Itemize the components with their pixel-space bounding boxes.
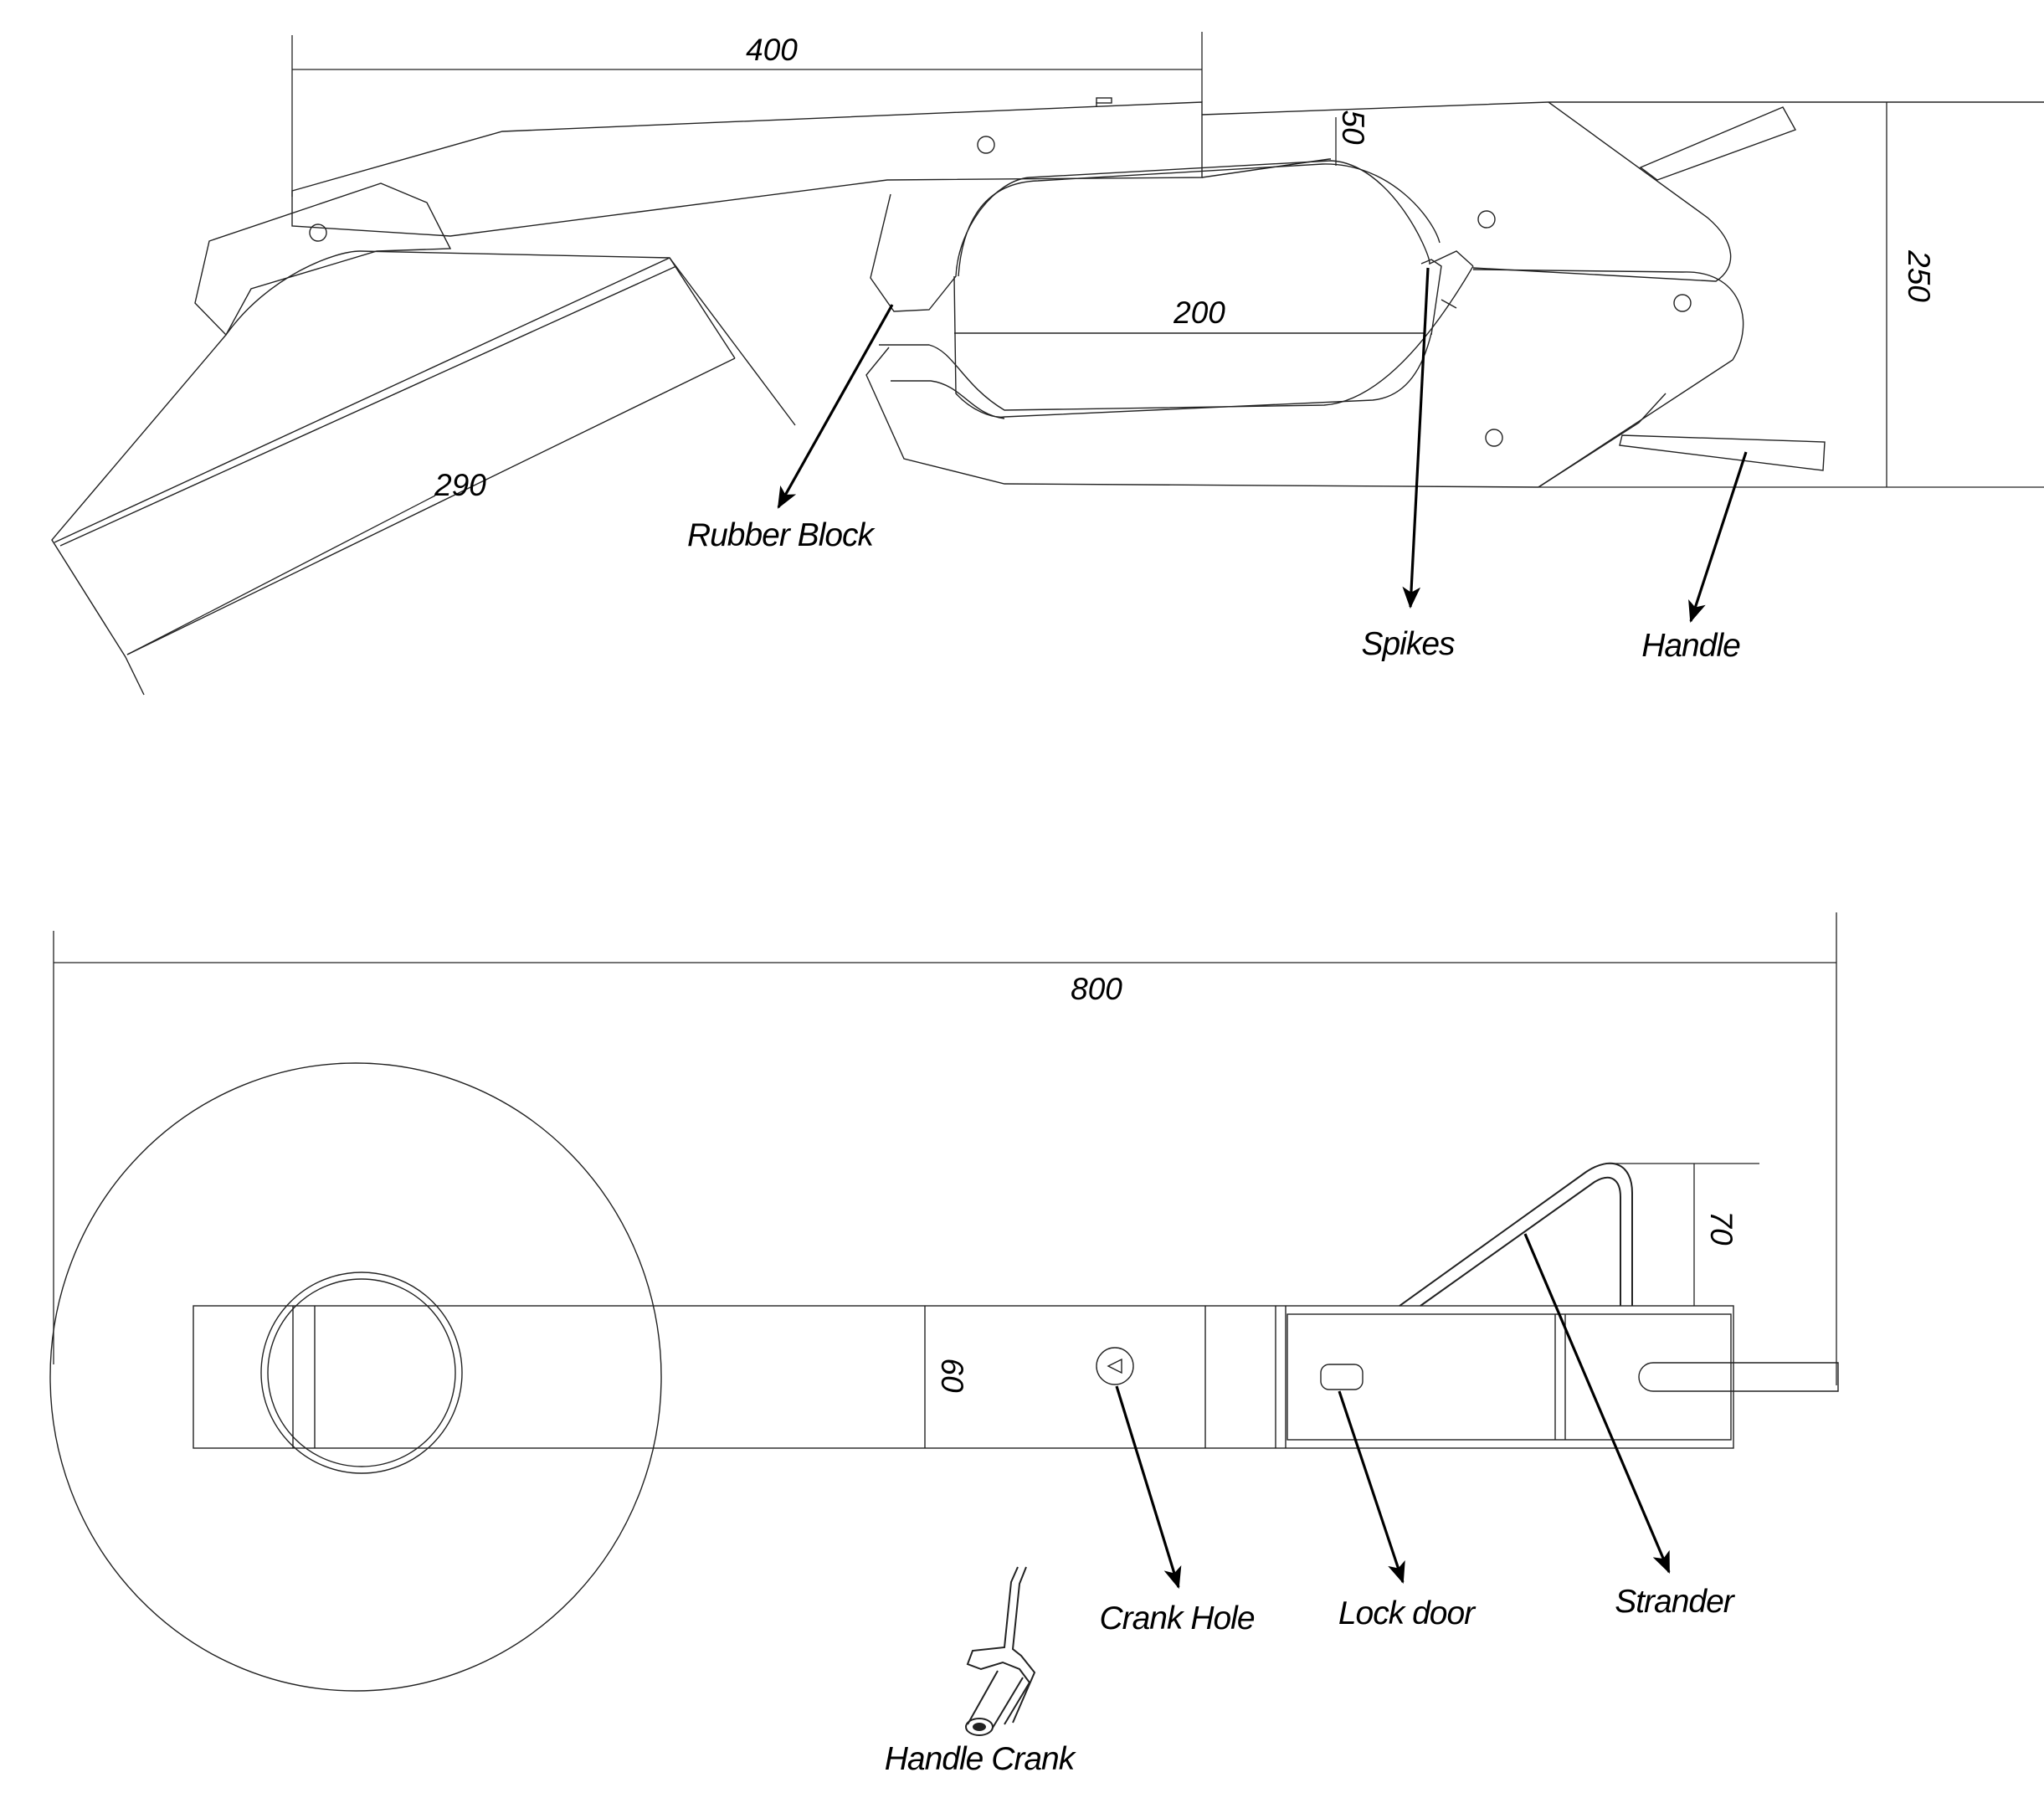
label-handle: Handle xyxy=(1641,628,1740,664)
upper-arm xyxy=(194,97,1203,337)
dim-label-200: 200 xyxy=(1173,295,1225,330)
dim-label-60: 60 xyxy=(935,1358,969,1393)
label-rubber-block: Rubber Block xyxy=(687,517,876,553)
dim-label-50: 50 xyxy=(1336,110,1370,145)
plan-view: 800 60 xyxy=(49,912,1839,1777)
label-crank-hole: Crank Hole xyxy=(1099,1600,1254,1636)
label-spikes: Spikes xyxy=(1361,626,1455,662)
chute: 290 xyxy=(51,250,796,696)
label-strander: Strander xyxy=(1615,1584,1736,1620)
side-elevation-view: 400 290 50 xyxy=(51,32,2044,696)
frame-bar: 60 xyxy=(193,1305,1839,1449)
dimension-800: 800 xyxy=(53,912,1837,1385)
label-lock-door: Lock door xyxy=(1338,1595,1477,1631)
handle-crank-illustration xyxy=(965,1566,1036,1736)
label-handle-crank: Handle Crank xyxy=(885,1741,1077,1777)
dim-label-800: 800 xyxy=(1071,972,1122,1006)
dimension-400: 400 xyxy=(291,32,1203,197)
dim-label-290: 290 xyxy=(434,468,486,502)
wheel xyxy=(49,1062,662,1692)
dim-label-70: 70 xyxy=(1704,1210,1738,1246)
dim-label-400: 400 xyxy=(746,33,798,67)
strander-frame: 70 xyxy=(1399,1162,1759,1307)
jaw-assembly: 200 xyxy=(865,101,1826,488)
dim-label-250: 250 xyxy=(1902,249,1936,302)
lock-door-slot xyxy=(1320,1364,1364,1390)
crank-hole xyxy=(1096,1347,1134,1385)
top-plate: 50 250 xyxy=(1201,101,2044,488)
bottom-leaders: Crank Hole Lock door Strander Handle Cra… xyxy=(885,1233,1737,1777)
top-leaders: Rubber Block Spikes Handle xyxy=(687,267,1748,664)
